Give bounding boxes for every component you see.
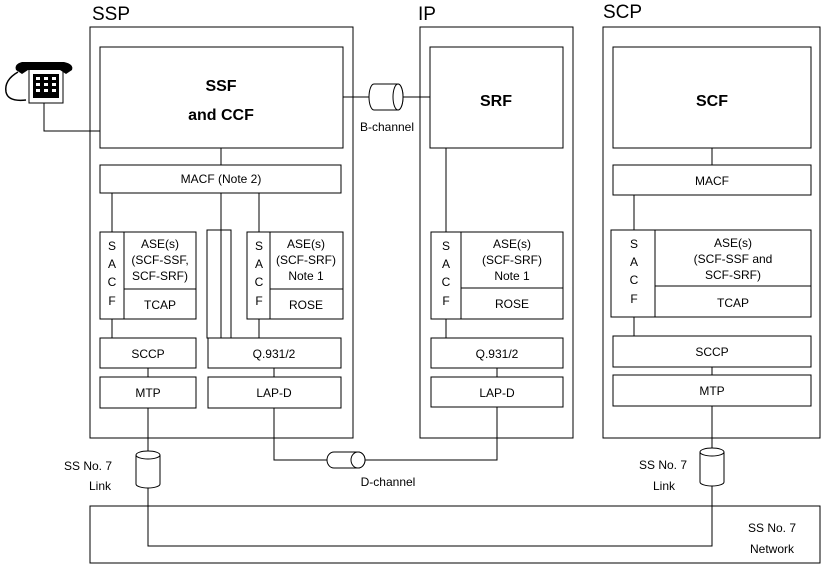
- ip-sacf-box: [430, 231, 564, 320]
- scf-label: SCF: [696, 93, 728, 110]
- ip-sacf-f: F: [442, 294, 449, 308]
- b-channel-label: B-channel: [360, 120, 414, 134]
- ssp-sacf-left-a: A: [108, 257, 116, 271]
- ssp-ase-right-line1: ASE(s): [287, 237, 325, 251]
- ssp-tcap-label: TCAP: [144, 298, 176, 312]
- ss7-network-line1: SS No. 7: [748, 521, 796, 535]
- ssp-sccp-label: SCCP: [131, 347, 164, 361]
- ip-label: IP: [418, 4, 436, 25]
- ssp-sacf-left-s: S: [108, 239, 116, 253]
- ss7-link-right-line1: SS No. 7: [639, 458, 687, 472]
- ssp-sacf-right-f: F: [255, 294, 262, 308]
- scp-sccp-label: SCCP: [695, 345, 728, 359]
- ss7-link-left-line2: Link: [89, 479, 112, 493]
- ssf-label: SSF: [205, 78, 236, 95]
- scp-ase-line1: ASE(s): [714, 236, 752, 250]
- scp-mtp-label: MTP: [699, 384, 724, 398]
- ss7-network-line2: Network: [750, 542, 795, 556]
- d-channel-label: D-channel: [361, 475, 416, 489]
- ssp-ase-left-line3: SCF-SRF): [132, 269, 188, 283]
- ssp-lapd-label: LAP-D: [256, 386, 292, 400]
- ssp-macf-label: MACF (Note 2): [181, 172, 262, 186]
- ssp-sacf-right-s: S: [255, 239, 263, 253]
- ss7-link-right-line2: Link: [653, 479, 676, 493]
- scp-label: SCP: [603, 2, 642, 23]
- scp-box: [602, 26, 821, 439]
- ss7-network-box: [89, 505, 821, 564]
- scp-ase-line2: (SCF-SSF and: [694, 252, 773, 266]
- scp-sacf-s: S: [630, 237, 638, 251]
- ss7-link-left-icon: [135, 450, 161, 489]
- scp-macf-label: MACF: [695, 174, 729, 188]
- ssp-ase-left-line2: (SCF-SSF,: [131, 253, 188, 267]
- ssp-ase-right-line3: Note 1: [288, 269, 324, 283]
- ip-ase-line2: (SCF-SRF): [482, 253, 542, 267]
- scp-sacf-box: [610, 229, 812, 318]
- ssp-rose-label: ROSE: [289, 298, 323, 312]
- ssp-sacf-left-box: [99, 231, 197, 320]
- ssp-sacf-right-a: A: [255, 257, 263, 271]
- d-channel-pipe-icon: [326, 451, 366, 469]
- scp-sacf-a: A: [630, 255, 638, 269]
- ssp-sacf-right-box: [246, 231, 344, 320]
- ssp-ase-right-line2: (SCF-SRF): [276, 253, 336, 267]
- ss7-link-right-icon: [699, 447, 725, 487]
- ssp-box: [89, 26, 354, 439]
- ssp-mtp-label: MTP: [135, 386, 160, 400]
- scp-sacf-c: C: [630, 273, 639, 287]
- ssp-sacf-right-c: C: [255, 275, 264, 289]
- ip-ase-line3: Note 1: [494, 269, 530, 283]
- scp-tcap-label: TCAP: [717, 296, 749, 310]
- ip-sacf-s: S: [442, 239, 450, 253]
- ccf-label: and CCF: [188, 107, 254, 124]
- ssf-ccf-box: [99, 46, 344, 149]
- scp-sacf-f: F: [630, 292, 637, 306]
- b-channel-pipe-icon: [368, 83, 404, 111]
- telephone-icon: [5, 62, 73, 104]
- ssp-q931-label: Q.931/2: [253, 347, 296, 361]
- ssp-sacf-left-c: C: [108, 275, 117, 289]
- ip-rose-label: ROSE: [495, 297, 529, 311]
- ssp-sacf-left-f: F: [108, 294, 115, 308]
- ip-sacf-a: A: [442, 257, 450, 271]
- ssp-ase-left-line1: ASE(s): [141, 237, 179, 251]
- ip-sacf-c: C: [442, 275, 451, 289]
- ip-ase-line1: ASE(s): [493, 237, 531, 251]
- ss7-link-left-line1: SS No. 7: [64, 459, 112, 473]
- scp-ase-line3: SCF-SRF): [705, 268, 761, 282]
- ip-lapd-label: LAP-D: [479, 386, 515, 400]
- ssp-label: SSP: [92, 4, 130, 25]
- srf-label: SRF: [480, 93, 512, 110]
- ip-q931-label: Q.931/2: [476, 347, 519, 361]
